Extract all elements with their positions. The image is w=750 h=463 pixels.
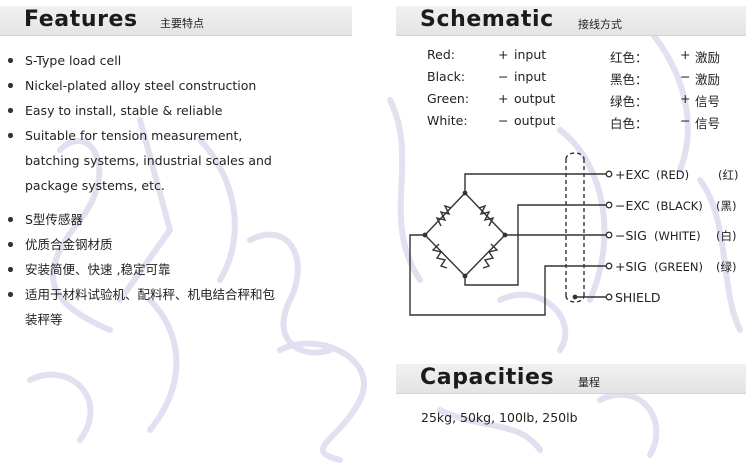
svg-text:+EXC: +EXC xyxy=(615,167,650,182)
wire-en-signal: output xyxy=(514,91,556,106)
terminal-color-cn: (绿) xyxy=(716,260,736,274)
wire-cn-color: 白色： xyxy=(610,116,648,131)
wire-cn-signal: 信号 xyxy=(695,94,721,109)
schematic-subtitle: 接线方式 xyxy=(578,18,622,31)
wire-cn-sign: + xyxy=(680,91,691,106)
terminal-color-en: (BLACK) xyxy=(656,199,703,213)
terminal-color-cn: (黑) xyxy=(716,199,736,213)
feature-item: 适用于材料试验机、配料秤、机电结合秤和包装秤等 xyxy=(8,282,280,332)
features-header: Features 主要特点 xyxy=(0,6,352,36)
wire-cn-sign: − xyxy=(680,113,691,128)
wire-cn-signal: 激励 xyxy=(695,72,721,87)
terminal-sign: − xyxy=(615,198,625,213)
wire-cn-sign: + xyxy=(680,47,691,62)
wire-en-sign: − xyxy=(498,113,509,128)
feature-item: S-Type load cell xyxy=(8,48,338,73)
wire-en-color: Red: xyxy=(427,47,455,62)
terminal-name: EXC xyxy=(625,167,650,182)
feature-item: Suitable for tension measurement, batchi… xyxy=(8,123,295,198)
wire-cn-sign: − xyxy=(680,69,691,84)
schematic-header: Schematic 接线方式 xyxy=(396,6,746,36)
svg-text:+SIG: +SIG xyxy=(615,259,647,274)
terminal-name: SIG xyxy=(625,259,646,274)
terminal-shield xyxy=(605,293,613,301)
wire-cn-signal: 信号 xyxy=(695,116,721,131)
schematic-title: Schematic xyxy=(420,7,554,32)
wire-en-signal: input xyxy=(514,69,547,84)
wire-cn-signal: 激励 xyxy=(695,50,721,65)
terminal-color-en: (GREEN) xyxy=(654,260,703,274)
svg-text:−SIG: −SIG xyxy=(615,228,647,243)
features-title: Features xyxy=(24,7,138,32)
terminal-color-en: (WHITE) xyxy=(654,229,701,243)
terminal-sig-minus xyxy=(605,231,613,239)
terminal-color-cn: (白) xyxy=(716,229,736,243)
wire-en-color: White: xyxy=(427,113,468,128)
terminal-exc-minus xyxy=(605,201,613,209)
capacities-subtitle: 量程 xyxy=(578,376,600,389)
terminal-color-cn: (红) xyxy=(718,168,738,182)
feature-item: Easy to install, stable & reliable xyxy=(8,98,338,123)
terminal-sign: − xyxy=(615,228,625,243)
capacities-header: Capacities 量程 xyxy=(396,364,746,394)
wire-cn-color: 绿色： xyxy=(610,94,648,109)
wire-en-color: Green: xyxy=(427,91,470,106)
wire-cn-color: 黑色： xyxy=(610,72,648,87)
wire-en-sign: + xyxy=(498,91,509,106)
wire-en-sign: + xyxy=(498,47,509,62)
terminal-sign: + xyxy=(615,167,625,182)
wire-en-signal: output xyxy=(514,113,556,128)
terminal-color-en: (RED) xyxy=(656,168,689,182)
svg-text:−EXC: −EXC xyxy=(615,198,650,213)
terminal-name: EXC xyxy=(625,198,650,213)
feature-item: S型传感器 xyxy=(8,207,338,232)
wire-en-color: Black: xyxy=(427,69,466,84)
feature-item: Nickel-plated alloy steel construction xyxy=(8,73,338,98)
terminal-name: SHIELD xyxy=(615,290,661,305)
capacities-values: 25kg, 50kg, 100lb, 250lb xyxy=(421,410,578,425)
terminal-sign: + xyxy=(615,259,625,274)
features-list: S-Type load cell Nickel-plated alloy ste… xyxy=(8,48,338,332)
feature-item: 优质合金钢材质 xyxy=(8,232,338,257)
wire-en-sign: − xyxy=(498,69,509,84)
capacities-title: Capacities xyxy=(420,365,555,390)
feature-item: 安装简便、快速 ,稳定可靠 xyxy=(8,257,338,282)
wire-en-signal: input xyxy=(514,47,547,62)
terminal-exc-plus xyxy=(605,170,613,178)
wire-cn-color: 红色： xyxy=(610,50,648,65)
terminal-name: SIG xyxy=(625,228,646,243)
terminal-sig-plus xyxy=(605,262,613,270)
features-subtitle: 主要特点 xyxy=(160,17,204,30)
